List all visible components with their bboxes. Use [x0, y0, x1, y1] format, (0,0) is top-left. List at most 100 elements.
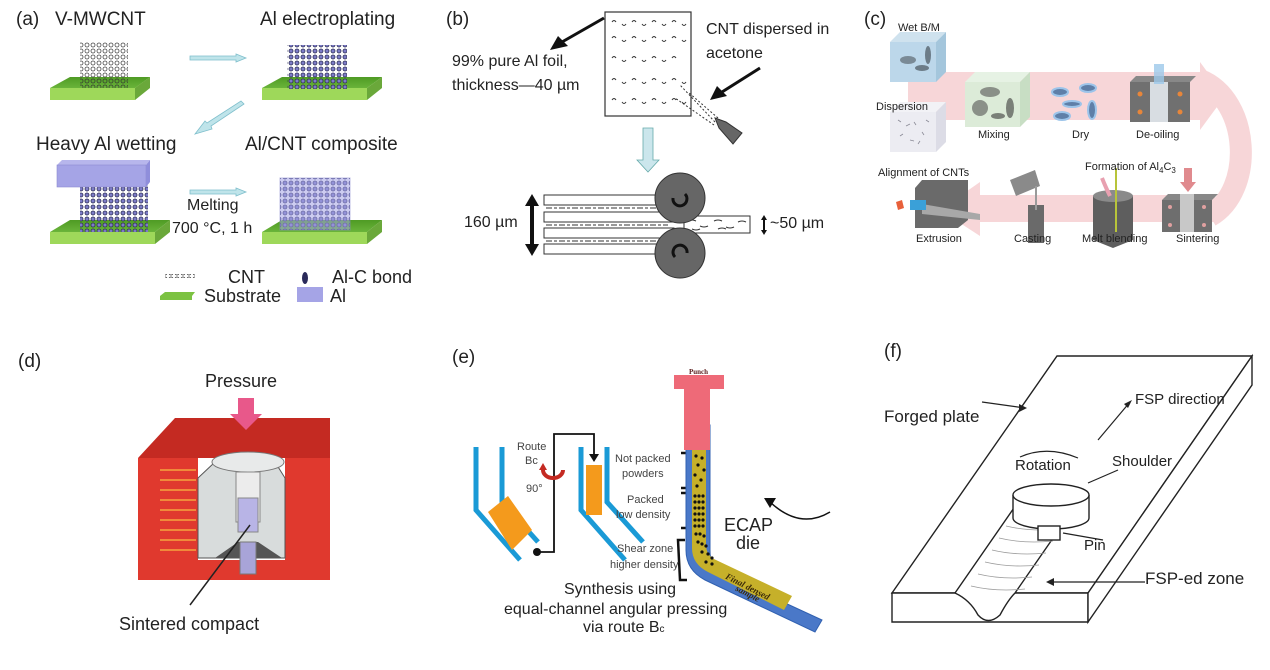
zone-3-line2: higher density: [610, 559, 679, 571]
cnt-array-2: [287, 45, 347, 89]
panel-a: (a) V-MWCNT Al electroplating Heavy Al w…: [0, 0, 430, 310]
pointer-arrows: [550, 16, 761, 100]
down-arrow-icon: [636, 127, 660, 173]
formation-sub4: 4: [1158, 166, 1164, 176]
step-sintering: Sintering: [1176, 233, 1220, 245]
arrow-right-2: [189, 187, 248, 197]
pin-pointer: [1062, 532, 1104, 541]
direction-arrow: [1097, 401, 1131, 441]
mold-assembly: [197, 451, 286, 575]
step-dispersion: Dispersion: [876, 101, 928, 113]
process-arrows: [189, 53, 248, 197]
legend-al-swatch: [297, 287, 323, 302]
cnt-label-line1: CNT dispersed in: [706, 21, 830, 38]
spray-nozzle-icon: [714, 117, 743, 145]
panel-c: (c) Wet B/M Dispersion Mixing Dry De-oil…: [840, 0, 1270, 270]
mixing-cube: [965, 72, 1030, 127]
panel-a-graphic: [50, 42, 382, 302]
melt-blending-crucible: [1093, 168, 1133, 248]
caption-line1: Synthesis using: [564, 581, 677, 598]
cnt-pattern: [611, 20, 687, 104]
route-connector: [538, 433, 595, 553]
foil-label-line1: 99% pure Al foil,: [452, 53, 568, 70]
step-mixing: Mixing: [978, 129, 1010, 141]
zone-3-line1: Shear zone: [617, 543, 674, 555]
compact-pointer: [189, 524, 251, 606]
panel-b-label: (b): [446, 9, 470, 30]
cnt-array-3: [80, 185, 148, 232]
legend-cnt-swatch: [165, 274, 195, 278]
panel-f-label: (f): [884, 341, 902, 362]
legend-substrate-swatch: [160, 292, 195, 300]
roller-top: [654, 172, 706, 224]
thickness-arrow-50: [761, 215, 767, 235]
caption-line3: via route Bc: [583, 620, 664, 636]
al-cnt-composite: [279, 177, 351, 231]
sample-left: [488, 496, 532, 550]
arrow-diag: [193, 100, 245, 135]
rotation-label: Rotation: [1015, 457, 1071, 474]
legend-substrate-label: Substrate: [204, 286, 282, 306]
channel-right: [578, 447, 645, 562]
panel-c-graphic: [890, 32, 1252, 248]
panel-e-label: (e): [452, 347, 476, 368]
panel-b-graphic: [525, 11, 767, 279]
shoulder-label: Shoulder: [1112, 453, 1173, 470]
zone-1-line2: powders: [622, 468, 664, 480]
zone-2-line2: low density: [616, 509, 671, 521]
step-al-cnt-composite: Al/CNT composite: [245, 134, 398, 155]
pressure-label: Pressure: [205, 371, 278, 391]
zone-1-line1: Not packed: [615, 453, 671, 465]
powder-particles: [693, 454, 714, 566]
tool-pin: [1037, 525, 1061, 541]
punch-label: Punch: [689, 368, 709, 376]
panel-d: (d) Pressure Sintered compact: [0, 330, 330, 670]
step-alignment: Alignment of CNTs: [878, 167, 970, 179]
step-v-mwcnt: V-MWCNT: [55, 9, 146, 30]
pin-label: Pin: [1084, 537, 1106, 554]
fsp-zone-label: FSP-ed zone: [1145, 569, 1245, 588]
panel-d-label: (d): [18, 351, 42, 372]
al-foil-sheet: [604, 11, 692, 117]
forged-pointer: [981, 401, 1026, 409]
cnt-array-1: [80, 42, 128, 88]
route-bc-label: Bc: [525, 455, 538, 467]
caption-line2: equal-channel angular pressing: [504, 601, 728, 618]
melting-label: Melting: [187, 197, 239, 214]
al-block: [56, 160, 150, 188]
thickness-arrow-160: [525, 194, 539, 256]
arrow-right-1: [189, 53, 248, 63]
dispersion-cube: [890, 102, 946, 152]
rotation-arc: [1019, 450, 1079, 459]
formation-text: Formation of Al: [1085, 161, 1159, 173]
flow-arrow-curve: [1194, 69, 1252, 226]
shoulder-pointer: [1087, 469, 1119, 484]
step-casting: Casting: [1014, 233, 1052, 245]
caption-route: via route B: [583, 619, 660, 636]
dry-particles: [1051, 83, 1097, 121]
step-al-electroplating: Al electroplating: [260, 9, 396, 30]
formation-sub3: 3: [1171, 166, 1176, 176]
step-formation: Formation of Al4C3: [1085, 162, 1176, 175]
zone-2-line1: Packed: [627, 494, 664, 506]
thickness-out-label: ~50 µm: [770, 215, 825, 232]
angle-label: 90°: [526, 483, 543, 495]
sample-right: [586, 465, 602, 515]
legend-al-label: Al: [330, 286, 347, 306]
panel-d-graphic: [138, 398, 330, 606]
rolled-composite: [683, 215, 751, 234]
rotation-arrow-icon: [541, 469, 565, 480]
sintering-die: [1162, 168, 1218, 232]
legend-bond-label: Al-C bond: [332, 267, 413, 287]
panel-f-graphic: [890, 353, 1254, 625]
spray-dashes: [674, 84, 719, 126]
ecap-die-label: die: [736, 533, 761, 553]
tool-shoulder: [1012, 483, 1090, 541]
flow-arrow-bottom: [940, 182, 1215, 236]
route-arrow-head: [589, 454, 599, 462]
route-label: Route: [517, 441, 547, 453]
panel-b: (b) 99% pure Al foil, thickness—40 µm CN…: [430, 0, 840, 310]
ecap-die: [674, 375, 823, 633]
step-wet-bm: Wet B/M: [898, 22, 940, 34]
panel-e-graphic: [473, 375, 831, 633]
